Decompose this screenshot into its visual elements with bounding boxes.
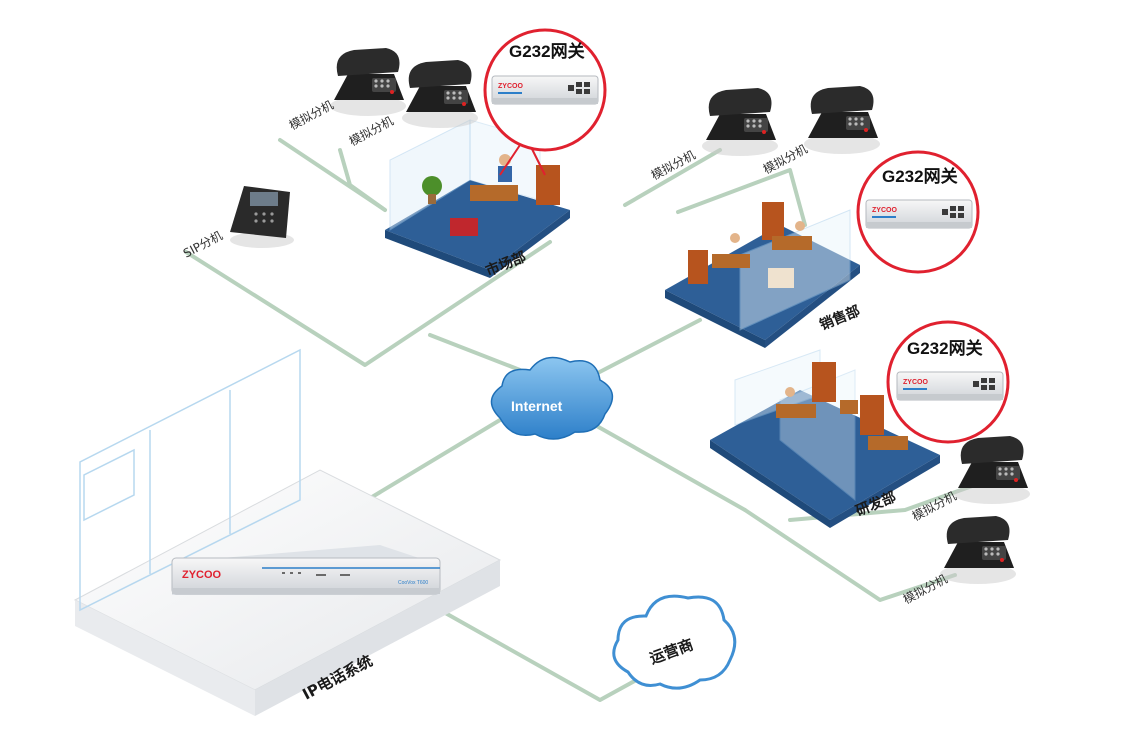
gateway-2-title: G232网关 [882, 166, 958, 186]
analog-ext-label-2: 模拟分机 [347, 114, 396, 149]
sip-ext-label: SIP分机 [181, 228, 225, 260]
ipbx-brand: ZYCOO [182, 569, 222, 581]
analog-phone-2 [402, 60, 478, 128]
gateway-2: G232网关 [856, 150, 980, 274]
gateway-1: G232网关 [483, 28, 607, 176]
ipbx-platform [73, 348, 502, 716]
analog-ext-label-1: 模拟分机 [287, 98, 336, 133]
gateway-1-title: G232网关 [509, 41, 585, 61]
rnd-department [710, 349, 940, 528]
gateway-3: G232网关 [886, 320, 1010, 444]
carrier-cloud: 运营商 [612, 594, 737, 690]
analog-phone-3 [702, 88, 778, 156]
sip-phone [230, 186, 294, 248]
analog-phone-1 [330, 48, 406, 116]
internet-cloud: Internet [490, 356, 614, 440]
ipbx-model: CooVox T600 [398, 580, 428, 586]
sales-department [665, 202, 860, 348]
sales-dept-label: 销售部 [817, 302, 862, 333]
analog-phone-5 [954, 436, 1030, 504]
ipbx-device: ZYCOO CooVox T600 [171, 545, 441, 595]
analog-phone-6 [940, 516, 1016, 584]
gateway-3-title: G232网关 [907, 338, 983, 358]
analog-phone-4 [804, 86, 880, 154]
internet-label: Internet [511, 398, 563, 414]
market-department [385, 119, 570, 278]
